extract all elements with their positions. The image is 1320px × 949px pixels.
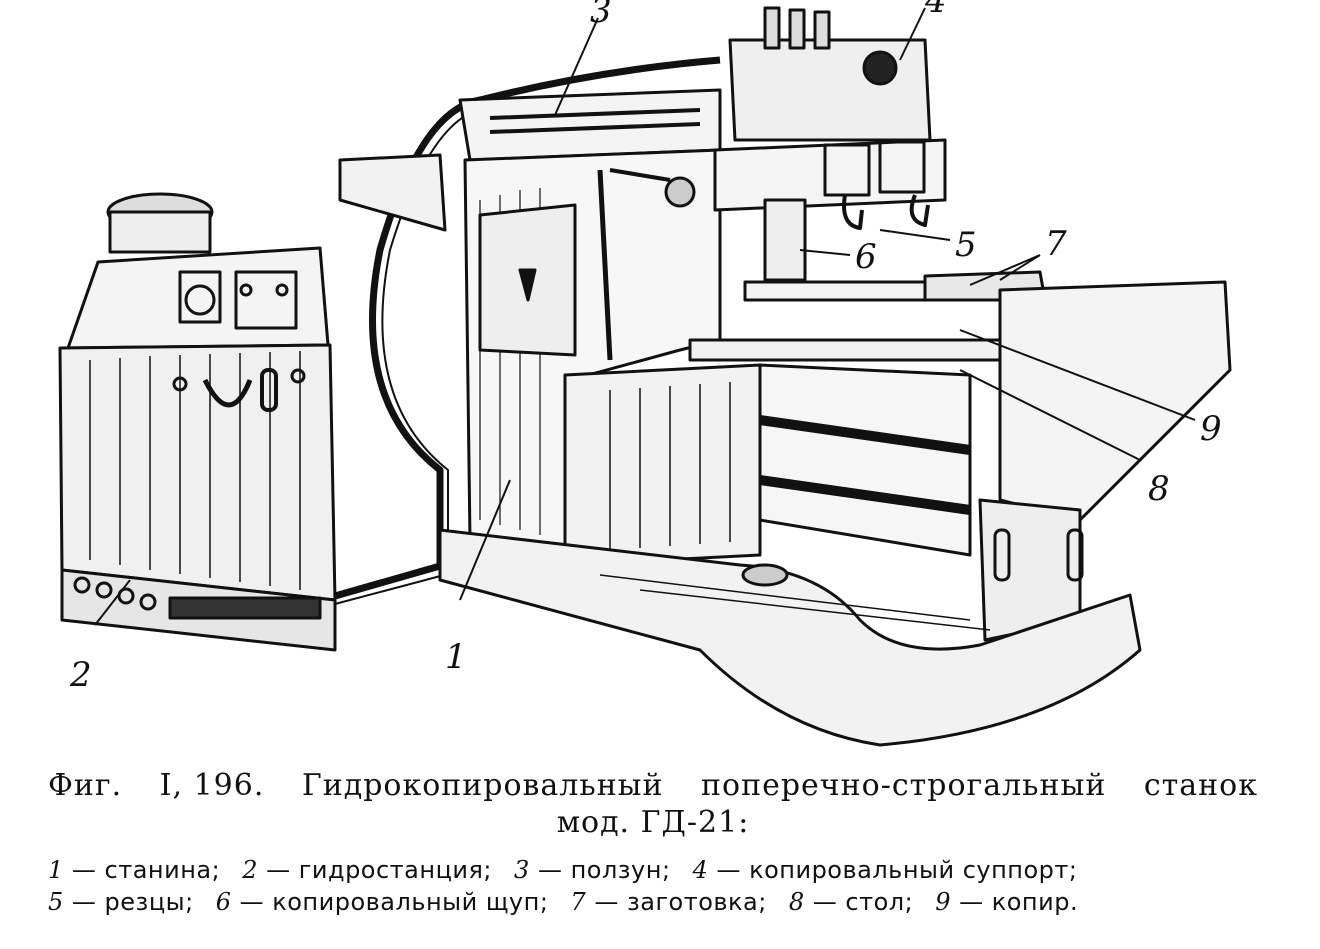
callout-4: 4 <box>924 0 947 21</box>
callout-5: 5 <box>955 225 977 265</box>
caption-fig-number: I, 196. <box>159 768 265 803</box>
machine-frame <box>338 88 722 562</box>
copying-support <box>713 6 947 282</box>
legend: 1 — станина; 2 — гидростанция; 3 — ползу… <box>48 854 1258 918</box>
callout-7: 7 <box>1045 224 1067 264</box>
table-and-workpiece <box>563 270 1232 642</box>
legend-item: 5 — резцы; <box>48 888 194 916</box>
hydraulic-station <box>58 192 337 652</box>
legend-item: 1 — станина; <box>48 856 221 884</box>
caption-model: мод. ГД-21: <box>556 805 750 840</box>
callout-8: 8 <box>1148 469 1170 509</box>
caption-fig-label: Фиг. <box>48 768 123 803</box>
callout-3: 3 <box>590 0 612 31</box>
legend-item: 2 — гидростанция; <box>242 856 493 884</box>
legend-item: 3 — ползун; <box>514 856 671 884</box>
callout-1: 1 <box>445 637 467 677</box>
legend-item: 6 — копировальный щуп; <box>215 888 549 916</box>
legend-item: 9 — копир. <box>935 888 1079 916</box>
callout-9: 9 <box>1200 409 1222 449</box>
figure-caption: Фиг. I, 196. Гидрокопировальный поперечн… <box>48 768 1258 918</box>
caption-title-word-3: станок <box>1143 768 1258 803</box>
legend-row-2: 5 — резцы; 6 — копировальный щуп; 7 — за… <box>48 886 1258 918</box>
legend-row-1: 1 — станина; 2 — гидростанция; 3 — ползу… <box>48 854 1258 886</box>
callout-2: 2 <box>69 655 92 695</box>
legend-item: 7 — заготовка; <box>570 888 767 916</box>
callout-6: 6 <box>855 237 877 277</box>
caption-title-line: Фиг. I, 196. Гидрокопировальный поперечн… <box>48 768 1258 803</box>
caption-title-word-2: поперечно-строгальный <box>701 768 1107 803</box>
legend-item: 4 — копировальный суппорт; <box>692 856 1078 884</box>
caption-title-word-1: Гидрокопировальный <box>301 768 664 803</box>
machine-illustration: 3 4 5 6 7 9 8 1 2 <box>58 0 1232 747</box>
legend-item: 8 — стол; <box>788 888 914 916</box>
